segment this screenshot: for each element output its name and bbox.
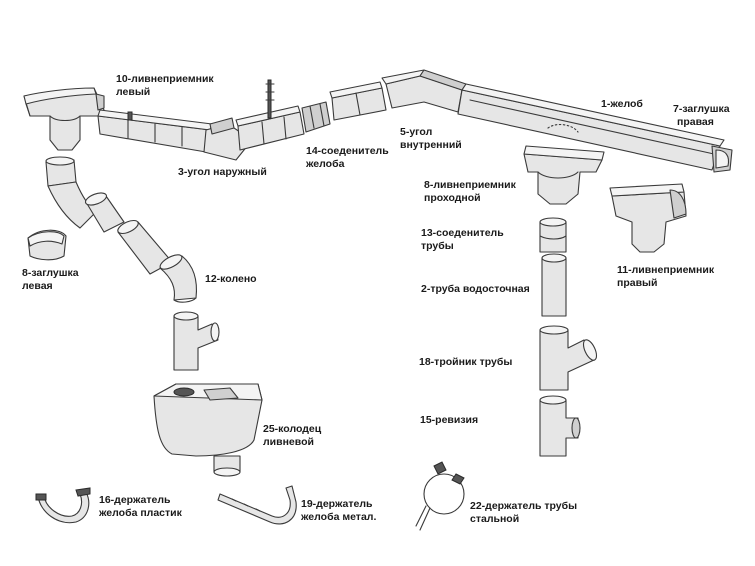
label-line: 15-ревизия: [420, 414, 479, 426]
label-line: 11-ливнеприемник: [617, 264, 715, 276]
label-line: 19-держатель: [301, 498, 373, 510]
label-line: проходной: [424, 192, 481, 204]
label-elbow: 12-колено: [205, 273, 257, 286]
label-gutter-connector: 14-соеденитель желоба: [306, 145, 389, 171]
pipe-connector-left-drawing: [45, 156, 77, 187]
label-end-cap-left: 8-заглушка левая: [22, 267, 79, 293]
label-line: 7-заглушка: [673, 103, 730, 115]
label-line: желоба метал.: [301, 511, 377, 523]
bracket-metal-drawing: [217, 485, 297, 525]
gutter-segment-left-drawing: [97, 109, 213, 153]
label-line: 3-угол наружный: [178, 166, 267, 178]
label-outlet-right: 11-ливнеприемник правый: [617, 264, 714, 290]
label-line: внутренний: [400, 139, 462, 151]
label-gutter: 1-желоб: [601, 98, 643, 111]
outlet-left-drawing: [23, 87, 105, 151]
storm-well-drawing: [153, 383, 263, 477]
label-line: 2-труба водосточная: [421, 283, 530, 295]
label-outlet-left: 10-ливнеприемник левый: [116, 73, 214, 99]
label-line: 16-держатель: [99, 494, 171, 506]
label-line: 22-держатель трубы: [470, 500, 578, 512]
label-line: 25-колодец: [263, 423, 322, 435]
downpipe-drawing: [541, 253, 567, 317]
pipe-tee-left-drawing: [173, 311, 220, 371]
label-line: 18-тройник трубы: [419, 356, 513, 368]
label-downpipe: 2-труба водосточная: [421, 283, 530, 296]
label-line: трубы: [421, 240, 454, 252]
label-outer-corner: 3-угол наружный: [178, 166, 267, 179]
elbow-drawing: [159, 254, 198, 303]
label-inner-corner: 5-угол внутренний: [400, 126, 462, 152]
gutter-long-drawing: [457, 83, 725, 171]
label-line: 1-желоб: [601, 98, 643, 110]
label-inspection: 15-ревизия: [420, 414, 478, 427]
label-line: желоба: [306, 158, 345, 170]
label-line: левый: [116, 86, 151, 98]
label-line: 10-ливнеприемник: [116, 73, 214, 85]
label-outlet-through: 8-ливнеприемник проходной: [424, 179, 516, 205]
label-line: 8-ливнеприемник: [424, 179, 516, 191]
pipe-clamp-steel-drawing: [415, 461, 465, 531]
label-pipe-tee: 18-тройник трубы: [419, 356, 512, 369]
label-pipe-clamp-steel: 22-держатель трубы стальной: [470, 500, 577, 526]
label-line: ливневой: [263, 436, 314, 448]
outlet-through-drawing: [523, 145, 605, 205]
outlet-right-drawing: [609, 183, 687, 253]
label-pipe-connector: 13-соеденитель трубы: [421, 227, 504, 253]
label-line: стальной: [470, 513, 520, 525]
label-bracket-metal: 19-держатель желоба метал.: [301, 498, 376, 524]
label-line: левая: [22, 280, 53, 292]
gutter-segment-right-drawing: [329, 81, 387, 121]
bracket-plastic-drawing: [35, 487, 91, 524]
label-line: 14-соеденитель: [306, 145, 389, 157]
inner-corner-drawing: [381, 69, 467, 113]
label-line: 5-угол: [400, 126, 433, 138]
label-line: желоба пластик: [99, 507, 182, 519]
label-line: 13-соеденитель: [421, 227, 504, 239]
downpipe-segment-1-drawing: [84, 192, 125, 233]
label-line: 8-заглушка: [22, 267, 79, 279]
end-cap-left-drawing: [27, 229, 67, 261]
label-end-cap-right: 7-заглушка правая: [673, 103, 730, 129]
label-line: 12-колено: [205, 273, 257, 285]
end-cap-right-drawing: [711, 145, 733, 173]
pipe-tee-drawing: [539, 325, 598, 391]
label-bracket-plastic: 16-держатель желоба пластик: [99, 494, 182, 520]
gutter-segment-middle-drawing: [235, 79, 305, 151]
gutter-connector-drawing: [301, 101, 331, 133]
label-storm-well: 25-колодец ливневой: [263, 423, 321, 449]
pipe-connector-drawing: [539, 217, 567, 253]
inspection-drawing: [539, 395, 581, 457]
label-line: правый: [617, 277, 658, 289]
label-line: правая: [677, 116, 714, 128]
